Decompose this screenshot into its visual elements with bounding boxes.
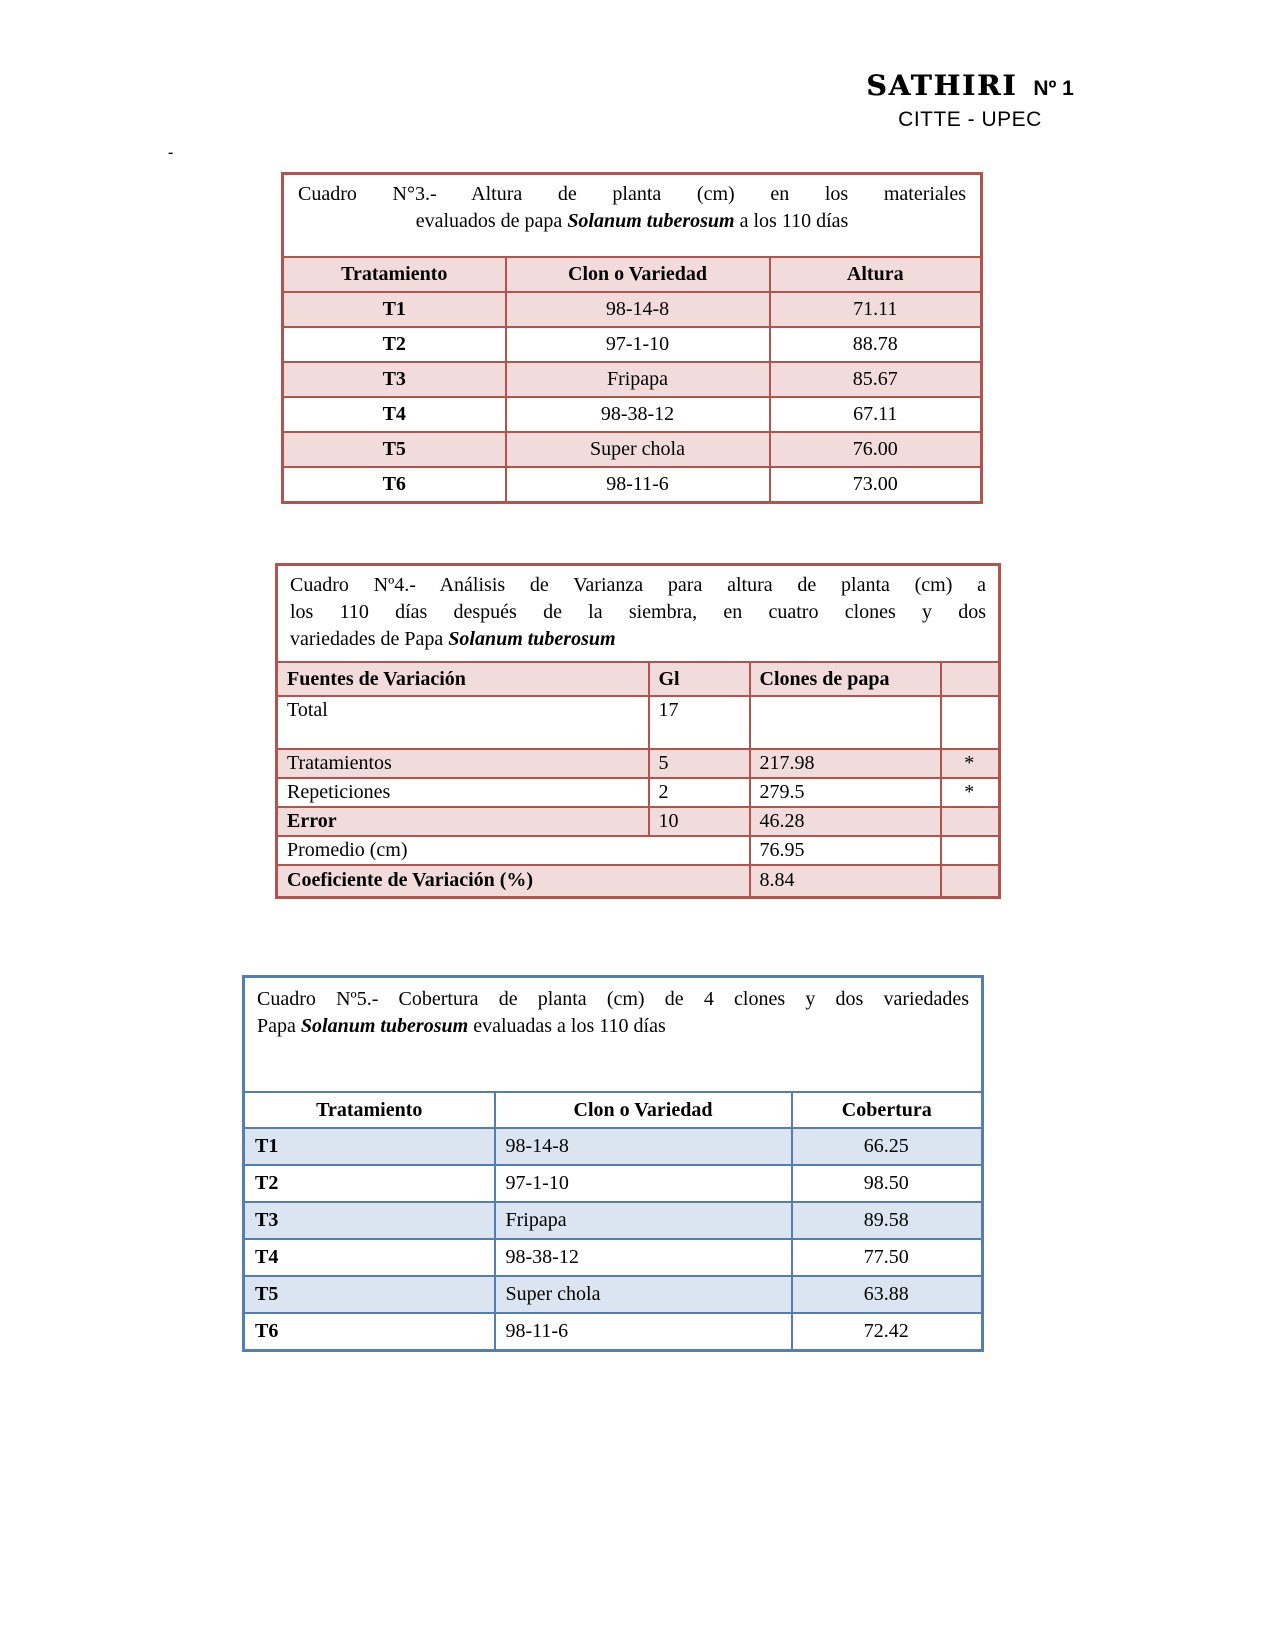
- table-row: T5 Super chola 76.00: [281, 431, 983, 468]
- table-cuadro-3-title: Cuadro N°3.- Altura de planta (cm) en lo…: [281, 172, 983, 258]
- table-cuadro-4-title: Cuadro Nº4.- Análisis de Varianza para a…: [275, 563, 1001, 663]
- table-header-row: Tratamiento Clon o Variedad Cobertura: [242, 1091, 984, 1129]
- table-row: T4 98-38-12 77.50: [242, 1238, 984, 1277]
- issue-number: Nº 1: [1033, 77, 1074, 100]
- table-row: T6 98-11-6 73.00: [281, 466, 983, 503]
- table-header-row: Tratamiento Clon o Variedad Altura: [281, 256, 983, 293]
- table-row: T6 98-11-6 72.42: [242, 1312, 984, 1351]
- table-row: T1 98-14-8 66.25: [242, 1127, 984, 1166]
- title-line: evaluados de papa Solanum tuberosum a lo…: [415, 210, 849, 232]
- column-header-cobertura: Cobertura: [790, 1091, 984, 1129]
- table-row: Promedio (cm) 76.95: [275, 835, 1001, 866]
- title-line: Cuadro N°3.- Altura de planta (cm) en lo…: [298, 183, 967, 205]
- significance-cell: *: [939, 748, 1001, 779]
- journal-title: SATHIRI: [866, 69, 1018, 102]
- column-header-gl: Gl: [647, 661, 751, 697]
- title-line: los 110 días después de la siembra, en c…: [290, 601, 987, 623]
- table-row: Coeficiente de Variación (%) 8.84: [275, 864, 1001, 898]
- significance-cell: [939, 695, 1001, 750]
- masthead-title-line: SATHIRI Nº 1: [855, 68, 1085, 107]
- table-title-row: Cuadro Nº4.- Análisis de Varianza para a…: [275, 563, 1001, 663]
- species-name: Solanum tuberosum: [448, 628, 616, 650]
- table-row: Repeticiones 2 279.5 *: [275, 777, 1001, 808]
- table-row: Error 10 46.28: [275, 806, 1001, 837]
- species-name: Solanum tuberosum: [300, 1015, 469, 1037]
- table-row: T3 Fripapa 89.58: [242, 1201, 984, 1240]
- title-line: Cuadro Nº4.- Análisis de Varianza para a…: [290, 574, 987, 596]
- column-header-clones: Clones de papa: [748, 661, 942, 697]
- table-cuadro-4: Cuadro Nº4.- Análisis de Varianza para a…: [275, 563, 1002, 899]
- masthead: SATHIRI Nº 1 CITTE - UPEC: [855, 68, 1085, 133]
- table-row: T4 98-38-12 67.11: [281, 396, 983, 433]
- title-line: variedades de Papa Solanum tuberosum: [290, 628, 616, 650]
- table-row: T1 98-14-8 71.11: [281, 291, 983, 328]
- table-header-row: Fuentes de Variación Gl Clones de papa: [275, 661, 1001, 697]
- column-header-clon: Clon o Variedad: [493, 1091, 793, 1129]
- column-header-tratamiento: Tratamiento: [281, 256, 507, 293]
- column-header-altura: Altura: [768, 256, 983, 293]
- title-line: Cuadro Nº5.- Cobertura de planta (cm) de…: [257, 988, 969, 1010]
- table-row: T2 97-1-10 88.78: [281, 326, 983, 363]
- column-header-tratamiento: Tratamiento: [242, 1091, 496, 1129]
- table-row: Total 17: [275, 695, 1001, 750]
- table-row: T2 97-1-10 98.50: [242, 1164, 984, 1203]
- table-row: T3 Fripapa 85.67: [281, 361, 983, 398]
- table-cuadro-5-title: Cuadro Nº5.- Cobertura de planta (cm) de…: [242, 975, 984, 1093]
- table-cuadro-5: Cuadro Nº5.- Cobertura de planta (cm) de…: [242, 975, 984, 1352]
- significance-cell: [939, 835, 1001, 866]
- significance-cell: [939, 864, 1001, 898]
- table-row: Tratamientos 5 217.98 *: [275, 748, 1001, 779]
- significance-cell: [939, 806, 1001, 837]
- species-name: Solanum tuberosum: [567, 210, 735, 232]
- organization-name: CITTE - UPEC: [898, 108, 1042, 131]
- column-header-fuentes: Fuentes de Variación: [275, 661, 650, 697]
- stray-dash: -: [168, 144, 174, 161]
- significance-cell: *: [939, 777, 1001, 808]
- table-row: T5 Super chola 63.88: [242, 1275, 984, 1314]
- column-header-blank: [939, 661, 1001, 697]
- title-line: Papa Solanum tuberosum evaluadas a los 1…: [257, 1015, 666, 1037]
- table-title-row: Cuadro N°3.- Altura de planta (cm) en lo…: [281, 172, 983, 258]
- column-header-clon: Clon o Variedad: [504, 256, 771, 293]
- table-cuadro-3: Cuadro N°3.- Altura de planta (cm) en lo…: [281, 172, 984, 504]
- table-title-row: Cuadro Nº5.- Cobertura de planta (cm) de…: [242, 975, 984, 1093]
